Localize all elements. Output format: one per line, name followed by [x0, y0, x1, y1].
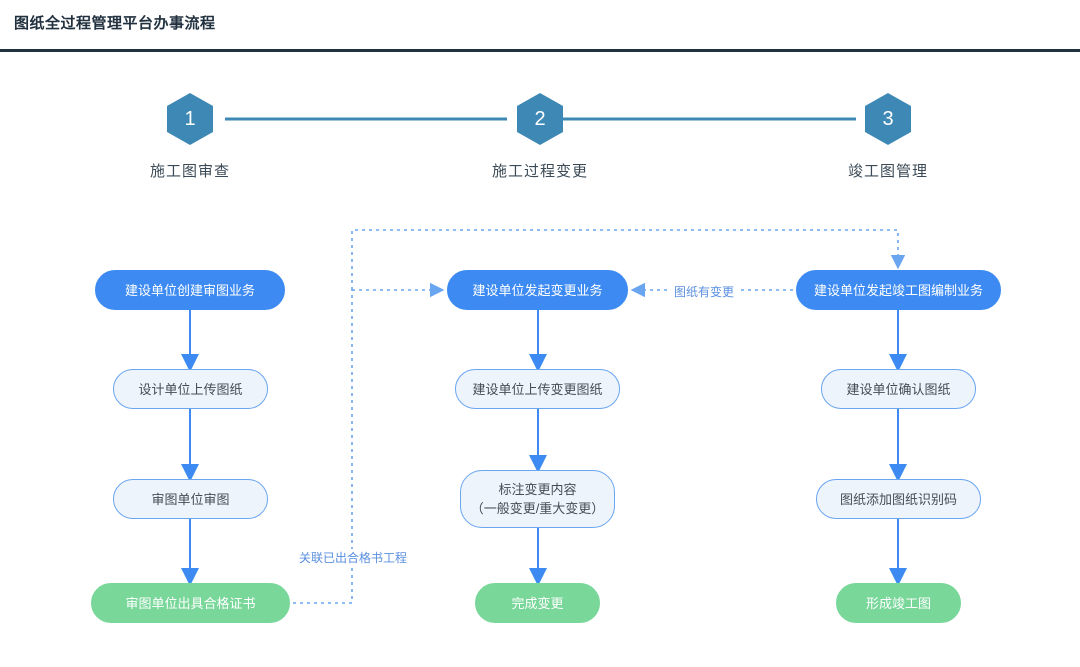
node-change-completed[interactable]: 完成变更	[475, 583, 600, 623]
node-label: 形成竣工图	[865, 595, 931, 611]
node-form-as-built-drawing[interactable]: 形成竣工图	[836, 583, 961, 623]
step-marker-3: 3 竣工图管理	[808, 92, 968, 181]
hexagon-badge-3: 3	[864, 92, 912, 146]
node-label: 建设单位创建审图业务	[124, 282, 255, 298]
step-number-1: 1	[184, 107, 196, 130]
hexagon-badge-2: 2	[516, 92, 564, 146]
node-review-unit-review[interactable]: 审图单位审图	[113, 479, 268, 519]
step-label-2: 施工过程变更	[491, 163, 588, 180]
edge-label-associate-certified-project: 关联已出合格书工程	[296, 549, 411, 566]
node-label-line2: （一般变更/重大变更）	[470, 501, 605, 516]
step-marker-1: 1 施工图审查	[110, 92, 270, 181]
step-label-3: 竣工图管理	[847, 163, 928, 180]
node-label: 建设单位发起竣工图编制业务	[813, 282, 983, 298]
step-marker-2: 2 施工过程变更	[460, 92, 620, 181]
node-label: 建设单位发起变更业务	[472, 282, 603, 298]
node-add-drawing-identifier-code[interactable]: 图纸添加图纸识别码	[816, 479, 981, 519]
node-label: 建设单位上传变更图纸	[472, 381, 603, 397]
page-title: 图纸全过程管理平台办事流程	[14, 15, 216, 32]
node-label: 图纸添加图纸识别码	[839, 491, 957, 507]
step-number-2: 2	[534, 107, 546, 130]
node-initiate-change-business[interactable]: 建设单位发起变更业务	[447, 270, 628, 310]
node-design-unit-upload-drawings[interactable]: 设计单位上传图纸	[113, 369, 268, 409]
node-annotate-change-content[interactable]: 标注变更内容 （一般变更/重大变更）	[460, 470, 615, 528]
node-label: 审图单位审图	[151, 491, 230, 507]
node-confirm-drawings[interactable]: 建设单位确认图纸	[821, 369, 976, 409]
node-label: 完成变更	[511, 595, 564, 611]
hexagon-badge-1: 1	[166, 92, 214, 146]
edge-label-drawing-changed: 图纸有变更	[671, 283, 738, 300]
node-create-review-business[interactable]: 建设单位创建审图业务	[95, 270, 285, 310]
node-upload-change-drawings[interactable]: 建设单位上传变更图纸	[455, 369, 620, 409]
node-label: 审图单位出具合格证书	[125, 595, 256, 611]
node-issue-qualification-certificate[interactable]: 审图单位出具合格证书	[91, 583, 290, 623]
node-label: 建设单位确认图纸	[846, 381, 951, 397]
node-label: 标注变更内容	[498, 482, 577, 497]
step-label-1: 施工图审查	[149, 163, 230, 180]
node-label: 设计单位上传图纸	[138, 381, 243, 397]
title-divider	[0, 49, 1080, 52]
step-number-3: 3	[882, 107, 894, 130]
node-initiate-as-built-business[interactable]: 建设单位发起竣工图编制业务	[796, 270, 1001, 310]
